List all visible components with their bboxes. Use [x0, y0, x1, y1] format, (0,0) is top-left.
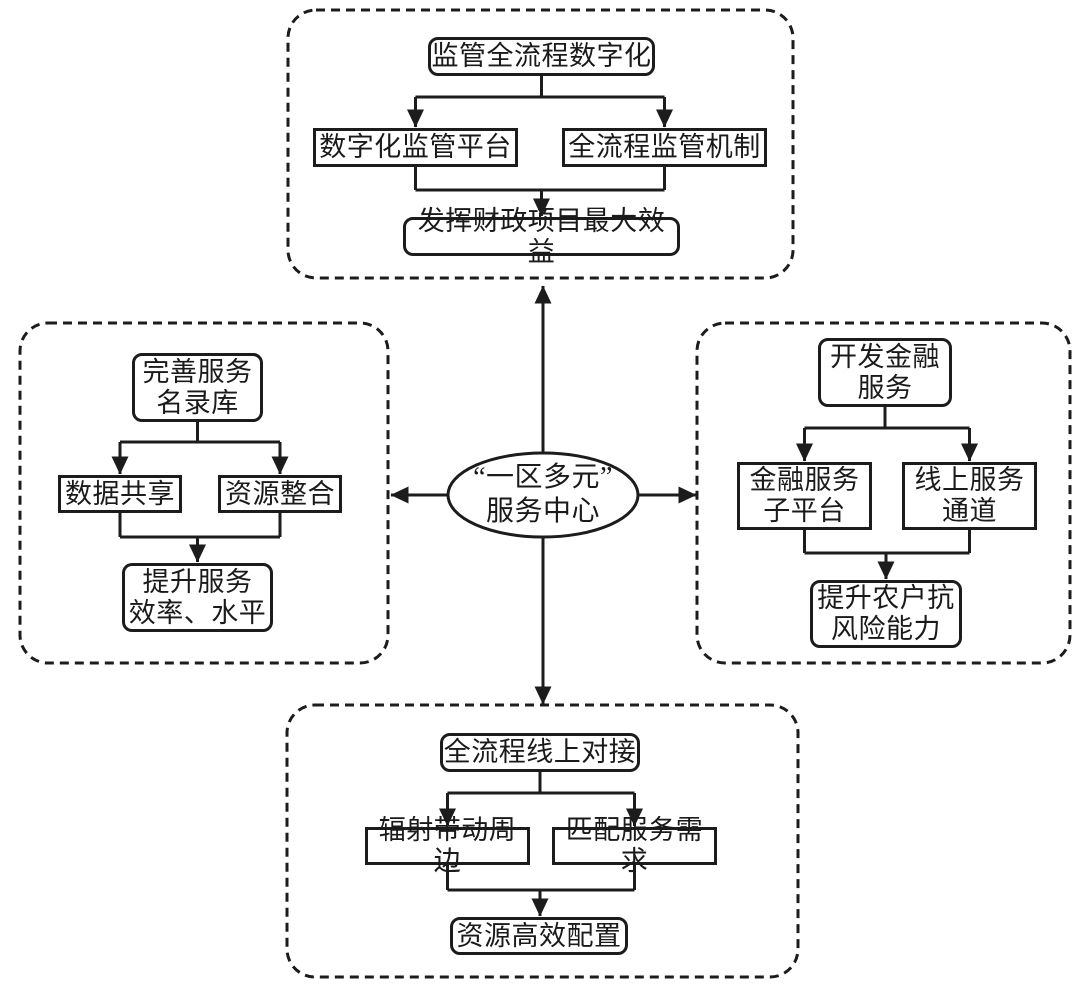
bottom-outcome-box: 资源高效配置: [450, 917, 628, 955]
left-child-1-box: 数据共享: [58, 475, 182, 513]
top-group-connector-lines: [414, 76, 666, 192]
right-root-box: 开发金融 服务: [818, 338, 952, 407]
left-panel-border: [18, 321, 390, 665]
bottom-group-connector-lines: [446, 772, 636, 892]
top-child-2-box: 全流程监管机制: [562, 128, 767, 167]
bottom-root-box: 全流程线上对接: [440, 733, 640, 772]
right-outcome-box: 提升农户抗 风险能力: [810, 580, 962, 648]
bottom-child-1-box: 辐射带动周边: [365, 815, 530, 876]
top-child-1-box: 数字化监管平台: [313, 128, 518, 167]
center-node-label: “一区多元” 服务中心: [473, 462, 613, 527]
top-root-box: 监管全流程数字化: [428, 37, 655, 76]
left-outcome-box: 提升服务 效率、水平: [122, 563, 273, 632]
left-child-2-box: 资源整合: [218, 475, 342, 513]
right-child-2-box: 线上服务 通道: [902, 462, 1037, 530]
bottom-panel-border: [285, 703, 800, 979]
left-group-connector-lines: [118, 422, 282, 539]
right-panel-border: [695, 321, 1072, 665]
bottom-child-2-box: 匹配服务需求: [552, 815, 717, 876]
right-group-connector-lines: [803, 407, 971, 555]
left-root-box: 完善服务 名录库: [132, 353, 263, 422]
top-outcome-box: 发挥财政项目最大效益: [403, 206, 680, 267]
right-child-1-box: 金融服务 子平台: [737, 462, 872, 530]
